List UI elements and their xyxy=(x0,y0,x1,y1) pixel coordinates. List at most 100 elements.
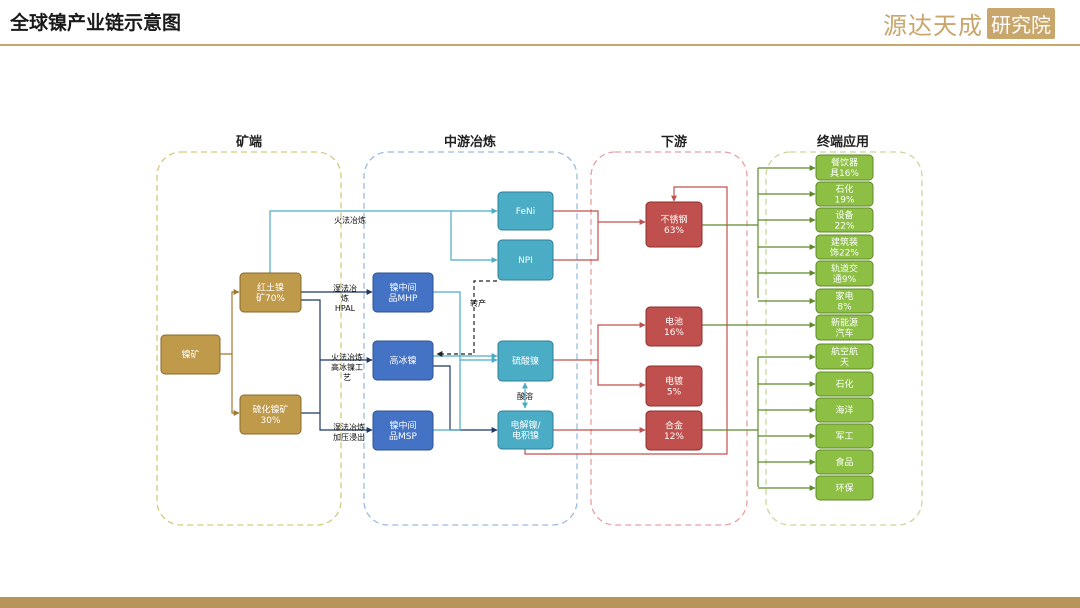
edge-ore-laterite xyxy=(220,289,240,355)
node-ore-box xyxy=(160,334,221,375)
edge-label-fire: 火法冶炼 xyxy=(334,215,366,225)
node-build-label: 饰22% xyxy=(830,246,859,258)
node-steel-label: 63% xyxy=(664,226,684,236)
node-steel-box xyxy=(645,201,703,248)
section-label-end: 终端应用 xyxy=(817,134,869,150)
edge-ore-sulfide xyxy=(231,354,240,416)
node-env-label: 环保 xyxy=(835,482,853,494)
edge-matte-electro xyxy=(433,365,498,433)
section-label-down: 下游 xyxy=(661,134,687,150)
node-alloy-box xyxy=(645,410,703,451)
node-petro1-label: 19% xyxy=(834,195,854,205)
section-end-container xyxy=(765,151,923,526)
edge-label-fire-matte: 艺 xyxy=(343,373,351,382)
logo-wordmark: 源达天成 xyxy=(883,12,983,40)
edge-label-acid: 酸溶 xyxy=(517,391,533,401)
node-military-box xyxy=(815,423,874,449)
node-steel-label: 不锈钢 xyxy=(660,213,687,225)
edge-label-wet-hpal: 炼 xyxy=(341,293,349,303)
node-petro1-box xyxy=(815,181,874,207)
node-env-box xyxy=(815,475,874,501)
edge-label-fire-matte: 高冰镍工 xyxy=(331,362,363,372)
node-aero-label: 天 xyxy=(840,358,849,368)
node-matte-label: 高冰镍 xyxy=(389,355,416,367)
edge-laterite-matte xyxy=(301,299,373,363)
node-food-box xyxy=(815,449,874,475)
node-battery-box xyxy=(645,306,703,347)
node-equip-label: 22% xyxy=(834,221,854,231)
edge-msp-sulfate xyxy=(433,360,461,431)
node-mhp-box xyxy=(372,272,434,313)
node-msp-box xyxy=(372,410,434,451)
node-tableware-label: 餐饮器 xyxy=(831,156,858,168)
node-feni-label: FeNi xyxy=(516,207,535,217)
node-battery-label: 16% xyxy=(664,328,684,338)
node-food-label: 食品 xyxy=(835,456,853,468)
node-nev-label: 汽车 xyxy=(835,327,853,339)
node-marine-label: 海洋 xyxy=(835,404,853,416)
node-build-box xyxy=(815,234,874,260)
section-smelt-container xyxy=(363,151,578,526)
node-sulfide-label: 硫化镍矿 xyxy=(252,403,288,415)
section-mine-container xyxy=(156,151,342,526)
node-marine-box xyxy=(815,397,874,423)
node-sulfate-label: 硫酸镍 xyxy=(512,355,539,367)
node-equip-label: 设备 xyxy=(835,209,853,221)
node-petro2-label: 石化 xyxy=(835,378,853,390)
logo-badge: 研究院 xyxy=(987,8,1055,39)
node-laterite-box xyxy=(239,272,302,313)
node-aero-box xyxy=(815,343,874,370)
edge-label-wet-leach: 加压浸出 xyxy=(333,432,365,442)
edge-npi-steel xyxy=(553,222,599,261)
node-equip-box xyxy=(815,207,874,233)
node-env: 环保 xyxy=(815,475,874,501)
node-laterite-label: 红土镍 xyxy=(257,281,284,293)
node-npi-box xyxy=(497,239,554,281)
section-label-smelt: 中游冶炼 xyxy=(444,134,496,150)
brand-logo: 源达天成 研究院 xyxy=(883,6,1055,41)
edge-sulfide-msp xyxy=(319,413,373,433)
edge-label-fire-matte: 火法冶炼 xyxy=(331,352,363,362)
node-build-label: 建筑装 xyxy=(831,236,858,248)
node-plating: 电镀5% xyxy=(645,365,703,407)
node-feni: FeNi xyxy=(497,191,554,231)
node-feni-box xyxy=(497,191,554,231)
node-plating-label: 5% xyxy=(667,387,682,397)
node-electro-label: 电积镍 xyxy=(512,429,539,441)
node-msp-label: 品MSP xyxy=(389,431,417,442)
node-matte: 高冰镍 xyxy=(372,340,434,381)
node-rail-box xyxy=(815,260,874,287)
node-plating-box xyxy=(645,365,703,407)
node-alloy-label: 合金 xyxy=(665,419,683,431)
edge-label-wet-hpal: HPAL xyxy=(335,304,356,313)
node-nev-label: 新能源 xyxy=(831,316,858,328)
node-npi-label: NPI xyxy=(518,256,533,266)
edge-sulfate-battery xyxy=(553,322,646,361)
node-alloy-label: 12% xyxy=(664,432,684,442)
node-msp-label: 镍中间 xyxy=(389,419,416,431)
node-ore: 镍矿 xyxy=(160,334,221,375)
edge-feni-steel xyxy=(553,210,646,225)
node-rail-label: 通9% xyxy=(833,274,857,285)
edge-sulfate-plating xyxy=(597,360,646,388)
node-petro1-label: 石化 xyxy=(835,183,853,195)
node-petro2-box xyxy=(815,371,874,397)
edge-label-wet-hpal: 湿法冶 xyxy=(333,283,357,293)
node-aero-label: 航空航 xyxy=(831,345,858,357)
node-appliance-box xyxy=(815,288,874,314)
node-appliance-label: 8% xyxy=(837,302,852,312)
node-matte-box xyxy=(372,340,434,381)
page-title: 全球镍产业链示意图 xyxy=(10,12,182,34)
